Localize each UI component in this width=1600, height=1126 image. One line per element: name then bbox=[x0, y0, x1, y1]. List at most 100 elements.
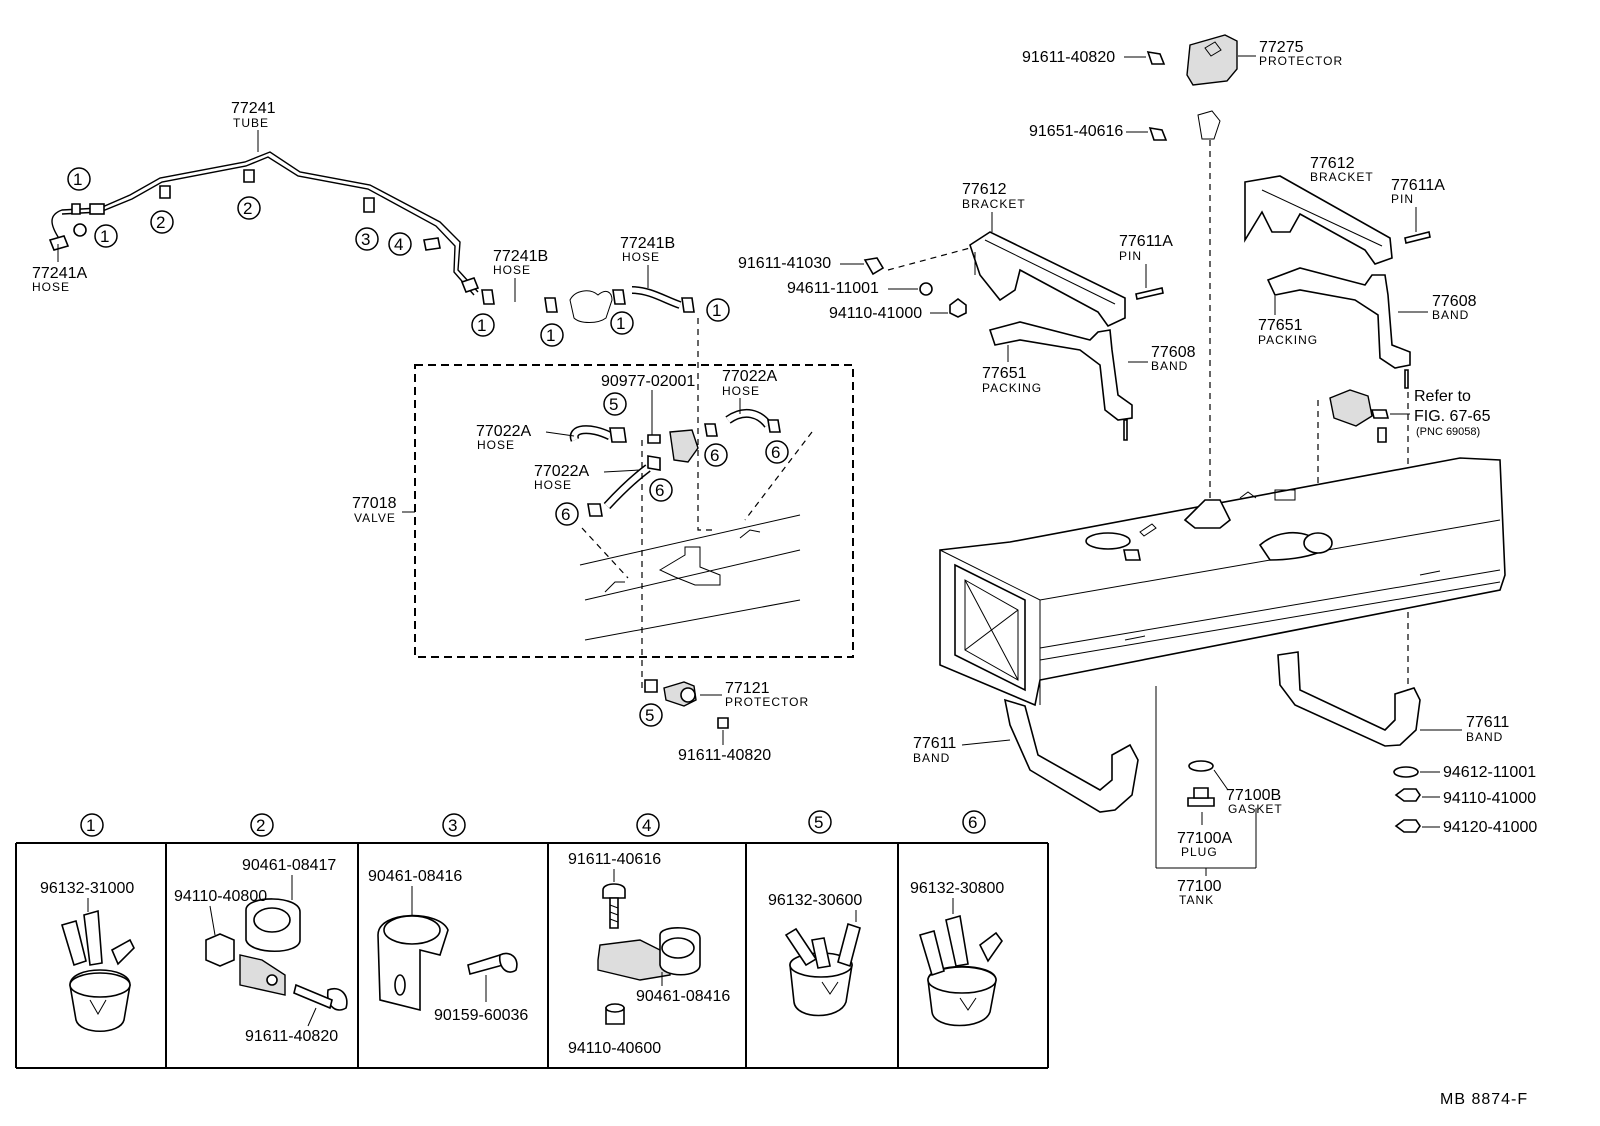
valve-number: 77018 bbox=[352, 495, 397, 512]
packing-left-name: PACKING bbox=[982, 381, 1042, 395]
marker-3: 3 bbox=[355, 227, 379, 251]
callout-hose-a: 77241A HOSE bbox=[32, 244, 87, 294]
panel-marker-3: 3 bbox=[442, 813, 466, 837]
panel-marker-4: 4 bbox=[636, 813, 660, 837]
valve-parts bbox=[569, 408, 813, 641]
svg-text:6: 6 bbox=[655, 481, 664, 500]
gasket-number: 77100B bbox=[1226, 787, 1281, 804]
panel-5-part-0: 96132-30600 bbox=[768, 892, 862, 909]
marker-5-b: 5 bbox=[639, 703, 663, 727]
marker-1-e: 1 bbox=[610, 311, 634, 335]
svg-text:5: 5 bbox=[609, 395, 618, 414]
svg-text:2: 2 bbox=[256, 816, 265, 835]
callout-pin-right: 77611A PIN bbox=[1391, 177, 1445, 232]
valve-group-box bbox=[414, 364, 854, 658]
marker-6-b: 6 bbox=[765, 440, 789, 464]
panel-6-part-0: 96132-30800 bbox=[910, 880, 1004, 897]
bolt-top-number: 91611-40820 bbox=[1022, 49, 1115, 66]
panel-3-parts: 90461-08416 90159-60036 bbox=[368, 868, 528, 1024]
callout-packing-left: 77651 PACKING bbox=[982, 345, 1042, 395]
callout-pin-left: 77611A PIN bbox=[1119, 233, 1173, 288]
svg-text:3: 3 bbox=[361, 230, 370, 249]
detail-panels: 1 2 3 4 5 6 96132-31000 94110-40800 bbox=[15, 810, 1049, 1069]
callout-valve-hose-left: 77022A HOSE bbox=[476, 423, 575, 452]
pins bbox=[1135, 231, 1431, 300]
svg-text:2: 2 bbox=[243, 199, 252, 218]
valve-hose-left-name: HOSE bbox=[477, 438, 515, 452]
bracket-nut-number: 94110-41000 bbox=[829, 305, 922, 322]
refer-line2: FIG. 67-65 bbox=[1414, 408, 1491, 425]
callout-hose-b1: 77241B HOSE bbox=[493, 248, 548, 302]
marker-6-c: 6 bbox=[649, 478, 673, 502]
marker-1-f: 1 bbox=[706, 298, 730, 322]
bolt-lower-number: 91611-40820 bbox=[678, 747, 771, 764]
svg-text:1: 1 bbox=[86, 816, 95, 835]
marker-6-d: 6 bbox=[555, 502, 579, 526]
right-fasteners: 94612-11001 94110-41000 94120-41000 bbox=[1393, 764, 1537, 836]
pin-right-number: 77611A bbox=[1391, 177, 1445, 194]
bracket-washer-number: 94611-11001 bbox=[787, 280, 879, 297]
panel-2-part-0: 94110-40800 bbox=[174, 888, 267, 905]
marker-2-a: 2 bbox=[150, 210, 174, 234]
footer-code: MB 8874-F bbox=[1440, 1091, 1528, 1108]
gasket-name: GASKET bbox=[1228, 802, 1283, 816]
callout-band-upper-right: 77608 BAND bbox=[1398, 293, 1477, 322]
refer-line3: (PNC 69058) bbox=[1416, 426, 1480, 438]
tube-name: TUBE bbox=[233, 116, 269, 130]
washer-right-number: 94612-11001 bbox=[1443, 764, 1536, 781]
protector-top bbox=[1146, 34, 1238, 500]
packing-right-name: PACKING bbox=[1258, 333, 1318, 347]
panel-marker-1: 1 bbox=[80, 813, 104, 837]
band-upper-left-name: BAND bbox=[1151, 359, 1188, 373]
marker-4: 4 bbox=[388, 232, 412, 256]
lower-band-right bbox=[1277, 651, 1421, 747]
callout-protector-top: 77275 PROTECTOR 91611-40820 91651-40616 bbox=[1022, 39, 1342, 140]
marker-6-a: 6 bbox=[704, 443, 728, 467]
callout-valve-hose-top: 77022A HOSE bbox=[722, 368, 777, 414]
svg-text:4: 4 bbox=[642, 816, 651, 835]
callout-valve-hose-mid: 77022A HOSE bbox=[534, 463, 641, 492]
bracket-left-number: 77612 bbox=[962, 181, 1007, 198]
callout-bracket-left: 77612 BRACKET bbox=[962, 181, 1025, 232]
plug-number: 77100A bbox=[1177, 830, 1232, 847]
svg-text:5: 5 bbox=[814, 813, 823, 832]
lower-band-left bbox=[1003, 698, 1139, 813]
panel-marker-5: 5 bbox=[808, 810, 832, 834]
band-lower-left-number: 77611 bbox=[913, 735, 956, 752]
protector-top-number: 77275 bbox=[1259, 39, 1304, 56]
refer-line1: Refer to bbox=[1414, 388, 1471, 405]
svg-text:1: 1 bbox=[546, 326, 555, 345]
band-lower-right-number: 77611 bbox=[1466, 714, 1509, 731]
svg-text:1: 1 bbox=[712, 301, 721, 320]
hose-b1-name: HOSE bbox=[493, 263, 531, 277]
pin-left-name: PIN bbox=[1119, 249, 1142, 263]
callout-tube: 77241 TUBE bbox=[231, 100, 276, 152]
packing-right-number: 77651 bbox=[1258, 317, 1303, 334]
drain-plug bbox=[1187, 760, 1215, 807]
panel-marker-2: 2 bbox=[250, 813, 274, 837]
svg-text:6: 6 bbox=[710, 446, 719, 465]
band-lower-left-name: BAND bbox=[913, 751, 950, 765]
hose-b2-number: 77241B bbox=[620, 235, 675, 252]
valve-hose-left-number: 77022A bbox=[476, 423, 531, 440]
svg-text:5: 5 bbox=[645, 706, 654, 725]
fuel-tube-assembly bbox=[48, 151, 480, 296]
svg-text:1: 1 bbox=[100, 227, 109, 246]
svg-text:4: 4 bbox=[394, 235, 403, 254]
band-upper-right-number: 77608 bbox=[1432, 293, 1477, 310]
band-upper-left-number: 77608 bbox=[1151, 344, 1196, 361]
hose-b1-number: 77241B bbox=[493, 248, 548, 265]
fuel-tank bbox=[939, 457, 1506, 707]
bracket-right bbox=[1244, 175, 1393, 265]
svg-text:2: 2 bbox=[156, 213, 165, 232]
hose-a-name: HOSE bbox=[32, 280, 70, 294]
hose-b2-name: HOSE bbox=[622, 250, 660, 264]
panel-marker-6: 6 bbox=[962, 810, 986, 834]
callout-tank: 77100B GASKET 77100A PLUG 77100 TANK bbox=[1155, 686, 1283, 907]
bracket-bolt-number: 91611-41030 bbox=[738, 255, 831, 272]
marker-1-c: 1 bbox=[471, 313, 495, 337]
protector-lower bbox=[644, 679, 729, 729]
callout-refer: Refer to FIG. 67-65 (PNC 69058) bbox=[1390, 388, 1491, 438]
svg-text:1: 1 bbox=[73, 170, 82, 189]
